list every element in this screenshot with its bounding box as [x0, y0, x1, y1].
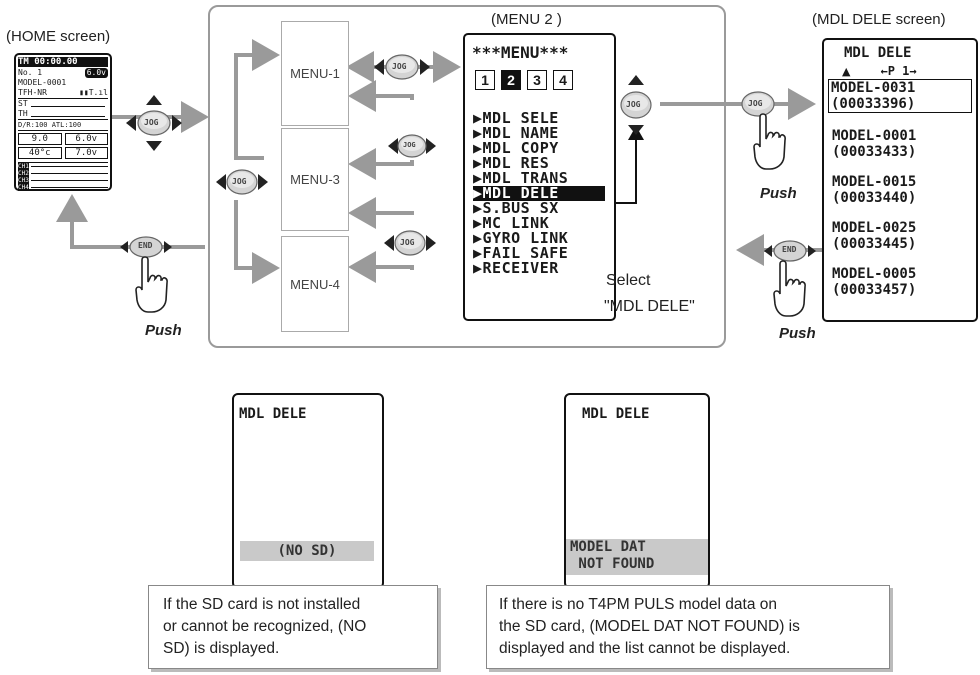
jog-text: JOG	[232, 177, 246, 186]
mdl-dele-model-item[interactable]: MODEL-0005 (00033457)	[832, 266, 976, 298]
home-ch3: CH3	[18, 177, 29, 184]
hand-pointer-icon	[134, 256, 174, 318]
jog-text: JOG	[400, 238, 414, 247]
select-label-line2: "MDL DELE"	[604, 298, 695, 316]
home-ch1: CH1	[18, 163, 29, 170]
home-th-bar	[31, 111, 105, 117]
jog-button-menu-left[interactable]: JOG	[214, 167, 270, 197]
mdl-dele-model-item[interactable]: MODEL-0025 (00033445)	[832, 220, 976, 252]
no-sd-callout-line: or cannot be recognized, (NO	[163, 616, 437, 638]
menu2-item-list: ▶MDL SELE ▶MDL NAME ▶MDL COPY ▶MDL RES ▶…	[473, 111, 605, 276]
hand-pointer-icon	[772, 260, 812, 322]
home-voltage-top: 6.0v	[85, 68, 108, 78]
menu2-page-2[interactable]: 2	[501, 70, 521, 90]
jog-button-home[interactable]: JOG	[126, 95, 182, 151]
not-found-callout-line: the SD card, (MODEL DAT NOT FOUND) is	[499, 616, 889, 638]
jog-text: JOG	[392, 62, 406, 71]
menu2-title: ***MENU***	[472, 43, 614, 62]
home-model-no: No. 1	[18, 68, 42, 78]
mdl-dele-title: MDL DELE	[844, 45, 976, 61]
home-channel-bars: CH1 CH2 CH3 CH4	[18, 162, 108, 191]
home-model-name: MODEL-0001	[18, 78, 108, 88]
no-sd-screen: MDL DELE (NO SD)	[232, 393, 384, 589]
home-st-label: ST	[18, 99, 28, 109]
mdl-dele-screen-label: (MDL DELE screen)	[812, 11, 946, 28]
home-val1: 9.0	[18, 133, 62, 145]
jog-text: JOG	[626, 100, 640, 109]
push-label-end-dele: Push	[779, 325, 816, 342]
jog-text: JOG	[144, 118, 158, 127]
hand-pointer-icon	[752, 113, 792, 175]
home-ch2: CH2	[18, 170, 29, 177]
home-val3: 7.0v	[65, 147, 109, 159]
not-found-callout: If there is no T4PM PULS model data on t…	[486, 585, 890, 669]
push-label-end-home: Push	[145, 322, 182, 339]
end-text: END	[138, 241, 152, 250]
push-label-jog: Push	[760, 185, 797, 202]
mdl-dele-model-item[interactable]: MODEL-0015 (00033440)	[832, 174, 976, 206]
mdl-dele-model-item[interactable]: MODEL-0001 (00033433)	[832, 128, 976, 160]
not-found-screen: MDL DELE MODEL DAT NOT FOUND	[564, 393, 710, 589]
jog-button-menu1[interactable]: JOG	[374, 52, 430, 82]
menu-1-box: MENU-1	[281, 21, 349, 126]
mdl-dele-cursor-icon: ▲	[842, 65, 850, 78]
jog-text: JOG	[403, 141, 416, 149]
jog-button-menu4[interactable]: JOG	[382, 228, 438, 258]
mdl-dele-model-selected[interactable]: MODEL-0031 (00033396)	[828, 79, 972, 113]
home-th-label: TH	[18, 109, 28, 119]
home-timer: TM 00:00.00	[18, 57, 108, 67]
menu-4-box: MENU-4	[281, 236, 349, 332]
not-found-callout-line: If there is no T4PM PULS model data on	[499, 594, 889, 616]
no-sd-callout: If the SD card is not installed or canno…	[148, 585, 438, 669]
no-sd-title: MDL DELE	[239, 406, 382, 422]
mdl-dele-screen: MDL DELE ▲ ←P 1→ MODEL-0031 (00033396) M…	[822, 38, 978, 322]
menu2-page-3[interactable]: 3	[527, 70, 547, 90]
menu-3-box: MENU-3	[281, 128, 349, 231]
end-text: END	[782, 245, 796, 254]
home-st-bar	[31, 101, 105, 107]
no-sd-callout-line: SD) is displayed.	[163, 638, 437, 660]
home-temp: 40°c	[18, 147, 62, 159]
not-found-message-line1: MODEL DAT	[570, 539, 708, 556]
home-signal-icon: ▮▮T.ıl	[79, 88, 108, 98]
jog-button-menu3[interactable]: JOG	[384, 116, 440, 176]
jog-text: JOG	[748, 99, 762, 108]
home-system: TFH-NR	[18, 88, 47, 98]
home-val2: 6.0v	[65, 133, 109, 145]
home-screen: TM 00:00.00 No. 1 6.0v MODEL-0001 TFH-NR…	[14, 53, 112, 191]
select-label-line1: Select	[606, 272, 650, 290]
jog-button-menu2-updown[interactable]: JOG	[618, 75, 654, 135]
mdl-dele-page-indicator[interactable]: ←P 1→	[880, 63, 916, 79]
home-dr-atl: D/R:100 ATL:100	[18, 120, 108, 131]
no-sd-callout-line: If the SD card is not installed	[163, 594, 437, 616]
not-found-callout-line: displayed and the list cannot be display…	[499, 638, 889, 660]
home-ch4: CH4	[18, 184, 29, 191]
not-found-title: MDL DELE	[582, 406, 708, 422]
home-screen-label: (HOME screen)	[6, 28, 110, 45]
not-found-message-line2: NOT FOUND	[570, 556, 708, 573]
no-sd-message: (NO SD)	[240, 541, 374, 561]
menu2-page-4[interactable]: 4	[553, 70, 573, 90]
menu2-item[interactable]: ▶RECEIVER	[473, 261, 605, 276]
menu2-page-1[interactable]: 1	[475, 70, 495, 90]
